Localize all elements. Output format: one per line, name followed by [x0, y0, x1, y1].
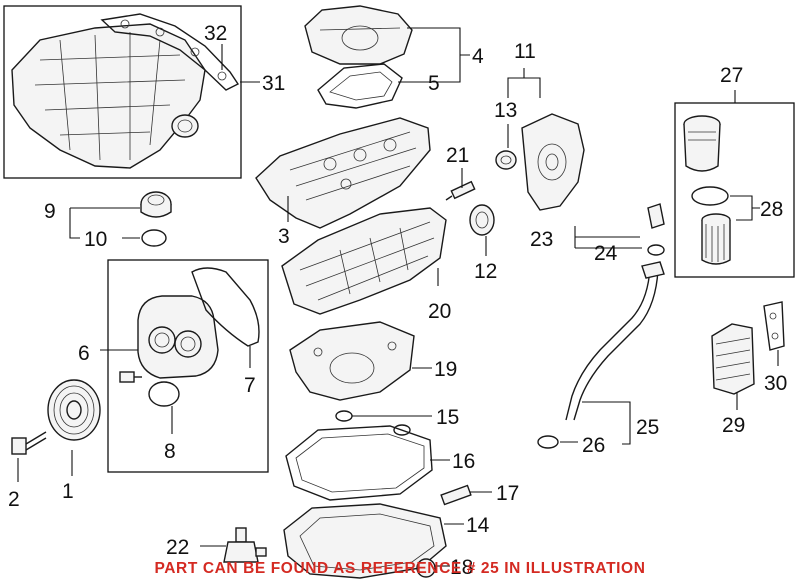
manifold-gasket-part	[100, 13, 240, 91]
intake-manifold-part	[11, 23, 206, 169]
timing-cover-part	[137, 295, 219, 379]
timing-cover-gasket-part	[191, 267, 260, 347]
filter-element-part	[701, 213, 731, 265]
callout-11: 11	[514, 40, 536, 63]
callout-15: 15	[436, 406, 459, 429]
timing-case-cover-part	[521, 113, 585, 211]
callout-24: 24	[594, 242, 618, 265]
callout-8: 8	[164, 440, 176, 463]
reference-notice: PART CAN BE FOUND AS REFERENCE # 25 IN I…	[154, 560, 645, 577]
oring-15a-part	[335, 410, 353, 422]
valve-cover-top-part	[304, 5, 413, 65]
callout-4: 4	[472, 45, 484, 68]
filter-housing-part	[683, 115, 721, 172]
callout-21: 21	[446, 144, 469, 167]
callout-28: 28	[760, 198, 783, 221]
callout-18: 18	[450, 556, 473, 579]
cylinder-head-part	[281, 207, 447, 315]
callout-6: 6	[78, 342, 90, 365]
oil-cooler-part	[711, 323, 755, 395]
pulley-bolt-part	[11, 431, 47, 455]
callout-22: 22	[166, 536, 189, 559]
leader-28	[730, 195, 760, 221]
callout-25: 25	[636, 416, 659, 439]
oil-cap-seal-part	[141, 229, 167, 247]
callout-2: 2	[8, 488, 20, 511]
callout-16: 16	[452, 450, 475, 473]
callout-23: 23	[530, 228, 553, 251]
callout-7: 7	[244, 374, 256, 397]
cooler-gasket-part	[763, 301, 785, 351]
callout-26: 26	[582, 434, 605, 457]
cover-gasket-part	[317, 63, 403, 109]
sensor-21-part	[445, 180, 476, 201]
manifold-group-box	[3, 5, 242, 179]
callout-12: 12	[474, 260, 497, 283]
callout-20: 20	[428, 300, 451, 323]
leader-9	[69, 207, 140, 239]
crank-seal-part	[148, 381, 180, 407]
callout-1: 1	[62, 480, 74, 503]
callout-3: 3	[278, 225, 290, 248]
cover-bolt-part	[119, 371, 142, 383]
callout-17: 17	[496, 482, 519, 505]
oil-pan-gasket-part	[285, 425, 433, 501]
cover-plug-part	[495, 150, 517, 170]
filter-oring-part	[691, 186, 729, 206]
callout-19: 19	[434, 358, 457, 381]
head-gasket-part	[289, 321, 415, 401]
drain-plug-part	[416, 558, 436, 578]
leader-4-5	[398, 27, 470, 83]
oil-pan-part	[283, 503, 447, 579]
dipstick-tube-part	[565, 261, 665, 421]
leader-23	[574, 226, 642, 249]
part-17	[440, 484, 472, 506]
callout-13: 13	[494, 99, 517, 122]
oil-level-sensor-part	[223, 527, 267, 563]
tube-seal-part	[537, 435, 559, 449]
cylinder-head-cover-part	[255, 117, 431, 229]
callout-10: 10	[84, 228, 107, 251]
callout-31: 31	[262, 72, 285, 95]
timing-cover-group-box	[107, 259, 269, 473]
leader-11	[507, 68, 541, 98]
oring-15b-part	[393, 424, 411, 436]
callout-30: 30	[764, 372, 787, 395]
crank-pulley-part	[47, 379, 101, 441]
shaft-seal-part	[469, 204, 495, 236]
dipstick-part	[647, 203, 665, 256]
callout-14: 14	[466, 514, 490, 537]
callout-5: 5	[428, 72, 440, 95]
leader-25	[582, 401, 631, 445]
oil-filler-cap-part	[140, 191, 172, 218]
callout-32: 32	[204, 22, 227, 45]
callout-29: 29	[722, 414, 745, 437]
callout-9: 9	[44, 200, 56, 223]
callout-27: 27	[720, 64, 743, 87]
